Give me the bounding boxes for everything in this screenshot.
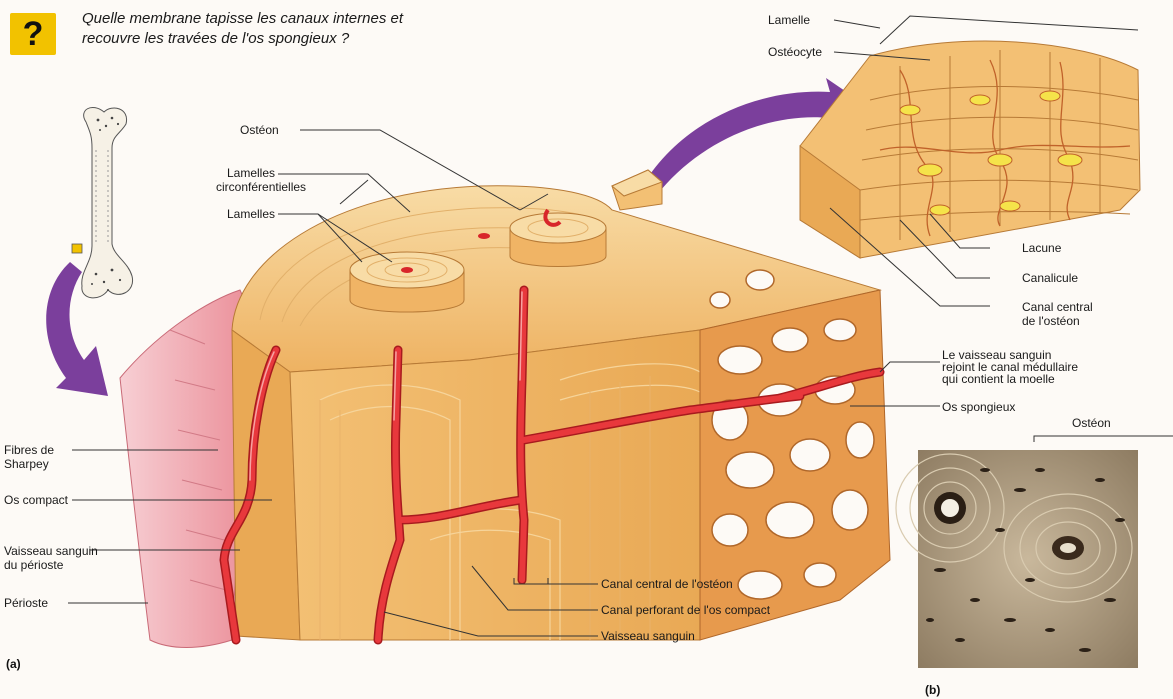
label-lamelles: Lamelles	[227, 207, 275, 221]
osteon-cylinder-2	[510, 210, 606, 267]
long-bone-sketch	[72, 107, 133, 297]
osteon-magnified-block	[800, 16, 1140, 258]
osteon-cylinder-1	[350, 252, 464, 312]
label-vaisseau-perioste-2: du périoste	[4, 558, 63, 572]
label-fibres-1: Fibres de	[4, 443, 54, 457]
label-os-compact: Os compact	[4, 493, 68, 507]
panel-b-letter: (b)	[925, 683, 940, 697]
label-vaisseau-moelle-3: qui contient la moelle	[942, 372, 1055, 386]
osteon-micrograph	[896, 450, 1138, 668]
label-lamelle: Lamelle	[768, 13, 810, 27]
label-vaisseau-sanguin: Vaisseau sanguin	[601, 629, 695, 643]
panel-a-letter: (a)	[6, 657, 21, 671]
label-canal-central-b-1: Canal central	[1022, 300, 1093, 314]
canal-opening	[478, 233, 490, 239]
label-lamelles-circ-2: circonférentielles	[216, 180, 306, 194]
label-perioste: Périoste	[4, 596, 48, 610]
label-osteon-micro: Ostéon	[1072, 416, 1111, 430]
label-canal-central-b-2: de l'ostéon	[1022, 314, 1080, 328]
label-osteon: Ostéon	[240, 123, 279, 137]
label-osteocyte: Ostéocyte	[768, 45, 822, 59]
label-canal-central: Canal central de l'ostéon	[601, 577, 733, 591]
label-canal-perforant: Canal perforant de l'os compact	[601, 603, 770, 617]
label-lamelles-circ-1: Lamelles	[227, 166, 275, 180]
label-os-spongieux: Os spongieux	[942, 400, 1015, 414]
label-fibres-2: Sharpey	[4, 457, 49, 471]
label-canalicule: Canalicule	[1022, 271, 1078, 285]
bone-wedge-sample	[612, 170, 662, 210]
label-lacune: Lacune	[1022, 241, 1061, 255]
label-vaisseau-perioste-1: Vaisseau sanguin	[4, 544, 98, 558]
